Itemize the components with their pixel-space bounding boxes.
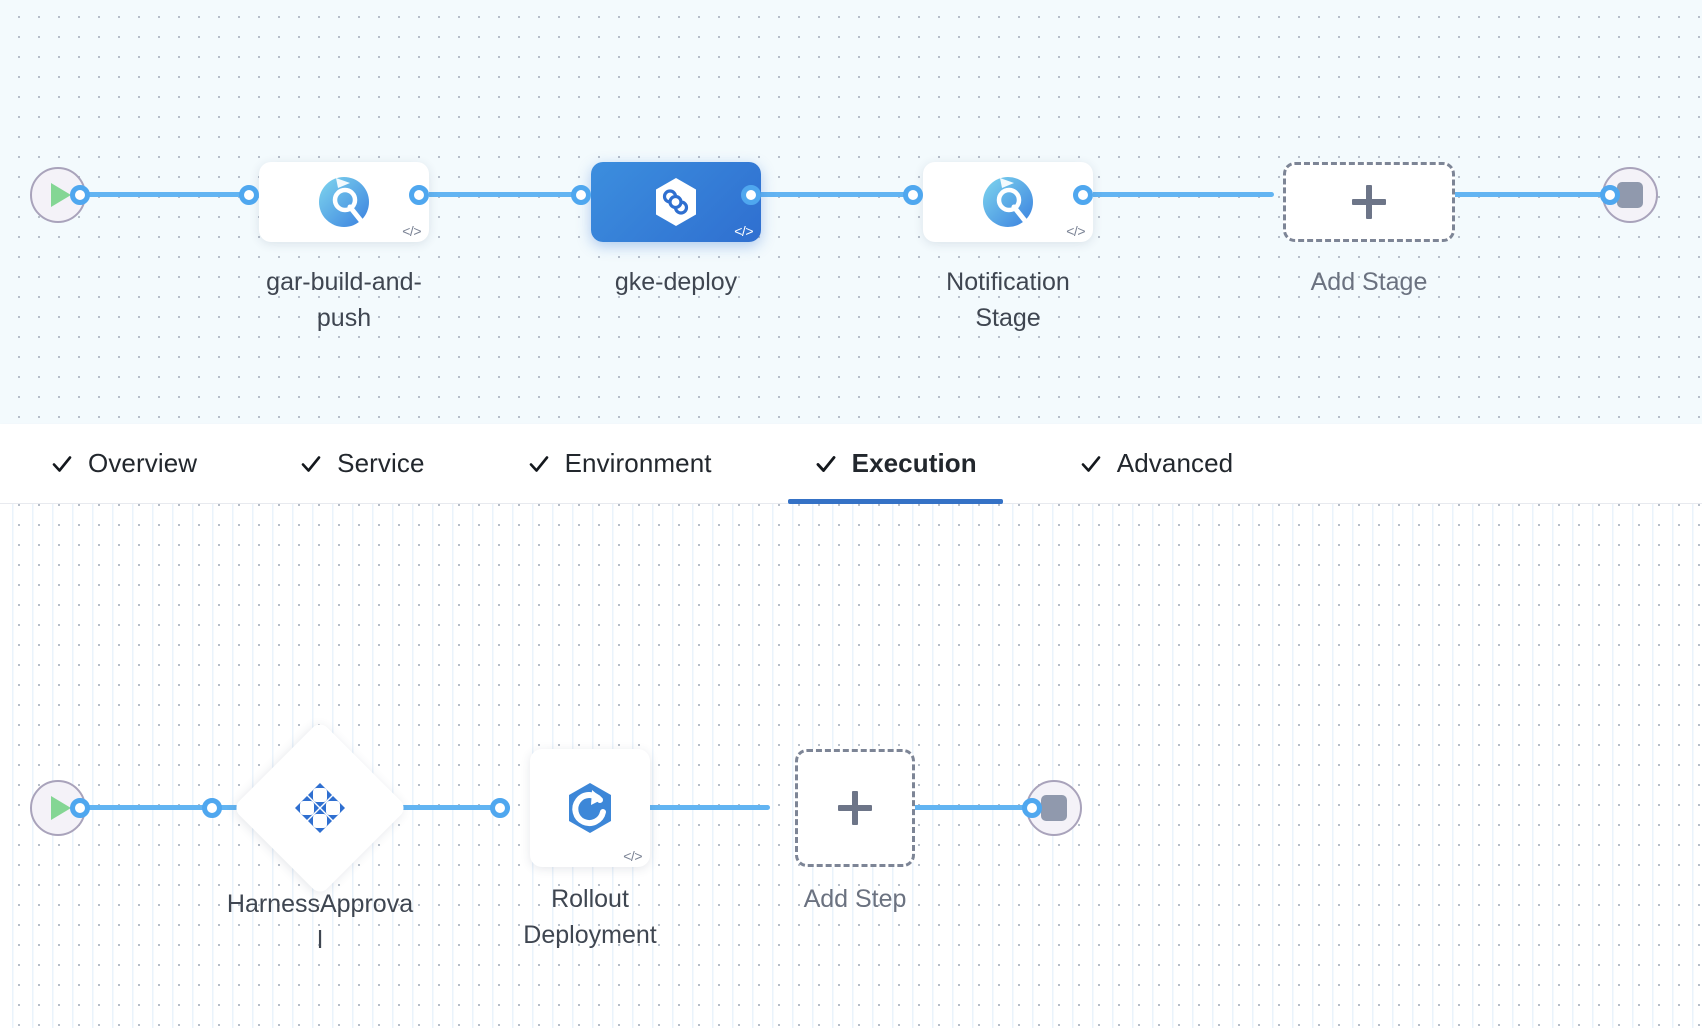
- stage-2-out-port[interactable]: [741, 185, 761, 205]
- stage-card-selected[interactable]: </>: [591, 162, 761, 242]
- stage-card[interactable]: </>: [259, 162, 429, 242]
- stage-graph-canvas[interactable]: </> gar-build-and-push </> gke-deploy: [0, 0, 1702, 424]
- step-1-out-port[interactable]: [490, 798, 510, 818]
- stage-start-port[interactable]: [70, 185, 90, 205]
- check-icon: [816, 455, 836, 472]
- stage-label: Notification Stage: [946, 268, 1070, 333]
- step-link-start-to-1: [78, 805, 238, 810]
- step-link-1-to-2: [365, 805, 510, 810]
- stage-1-in-port[interactable]: [239, 185, 259, 205]
- step-link-add-to-end: [879, 805, 1034, 810]
- stage-2-in-port[interactable]: [571, 185, 591, 205]
- stage-3-in-port[interactable]: [903, 185, 923, 205]
- execution-graph-canvas[interactable]: HarnessApproval </> Rollout Deployment A…: [0, 504, 1702, 1028]
- approval-step-card[interactable]: [232, 720, 408, 896]
- tab-label: Environment: [564, 448, 712, 478]
- add-step-label: Add Step: [803, 885, 907, 913]
- add-stage-button[interactable]: [1283, 162, 1455, 242]
- stage-end-port[interactable]: [1600, 185, 1620, 205]
- code-glyph-icon: </>: [1066, 223, 1085, 239]
- stage-1-out-port[interactable]: [409, 185, 429, 205]
- step-card[interactable]: </>: [530, 749, 650, 867]
- tab-label: Execution: [851, 448, 977, 478]
- tab-label: Overview: [88, 448, 198, 478]
- tab-label: Service: [337, 448, 425, 478]
- tab-advanced[interactable]: Advanced: [1053, 424, 1259, 504]
- step-label: HarnessApproval: [226, 890, 414, 955]
- harness-approval-icon: [295, 783, 345, 833]
- ci-build-icon: [319, 177, 369, 227]
- cd-hexagon-icon: [656, 178, 696, 226]
- stage-node-notification-stage[interactable]: </> Notification Stage: [913, 162, 1103, 337]
- stage-label: gke-deploy: [614, 268, 738, 296]
- stage-link-start-to-1: [78, 192, 258, 197]
- k8s-rollout-icon: [569, 783, 611, 833]
- code-glyph-icon: </>: [623, 848, 642, 864]
- add-stage-node[interactable]: Add Stage: [1274, 162, 1464, 300]
- add-stage-label: Add Stage: [1310, 268, 1428, 296]
- check-icon: [52, 455, 72, 472]
- tab-service[interactable]: Service: [273, 424, 450, 504]
- stage-3-out-port[interactable]: [1073, 185, 1093, 205]
- stage-link-2-to-3: [742, 192, 922, 197]
- add-step-button[interactable]: [795, 749, 915, 867]
- tab-environment[interactable]: Environment: [501, 424, 738, 504]
- stage-config-tabs[interactable]: Overview Service Environment Execution A: [0, 424, 1702, 504]
- check-icon: [529, 455, 548, 472]
- step-node-rollout-deployment[interactable]: </> Rollout Deployment: [495, 749, 685, 954]
- step-link-2-to-add: [610, 805, 770, 810]
- check-icon: [1081, 455, 1101, 472]
- tab-label: Advanced: [1116, 448, 1234, 478]
- step-end-port[interactable]: [1022, 798, 1042, 818]
- stage-node-gar-build-and-push[interactable]: </> gar-build-and-push: [249, 162, 439, 337]
- tab-overview[interactable]: Overview: [24, 424, 223, 504]
- stage-node-gke-deploy[interactable]: </> gke-deploy: [581, 162, 771, 300]
- stage-link-add-to-end: [1430, 192, 1610, 197]
- step-1-in-port[interactable]: [202, 798, 222, 818]
- ci-build-icon: [983, 177, 1033, 227]
- tab-execution[interactable]: Execution: [787, 424, 1003, 504]
- check-icon: [301, 455, 321, 472]
- stage-label: gar-build-and-push: [266, 268, 422, 333]
- step-label: Rollout Deployment: [523, 885, 657, 950]
- stage-link-3-to-add: [1074, 192, 1274, 197]
- step-node-harness-approval[interactable]: HarnessApproval: [225, 720, 415, 959]
- stage-link-1-to-2: [410, 192, 590, 197]
- stage-card[interactable]: </>: [923, 162, 1093, 242]
- code-glyph-icon: </>: [402, 223, 421, 239]
- plus-icon: [838, 791, 872, 825]
- code-glyph-icon: </>: [734, 223, 753, 239]
- plus-icon: [1352, 185, 1386, 219]
- add-step-node[interactable]: Add Step: [760, 749, 950, 917]
- step-start-port[interactable]: [70, 798, 90, 818]
